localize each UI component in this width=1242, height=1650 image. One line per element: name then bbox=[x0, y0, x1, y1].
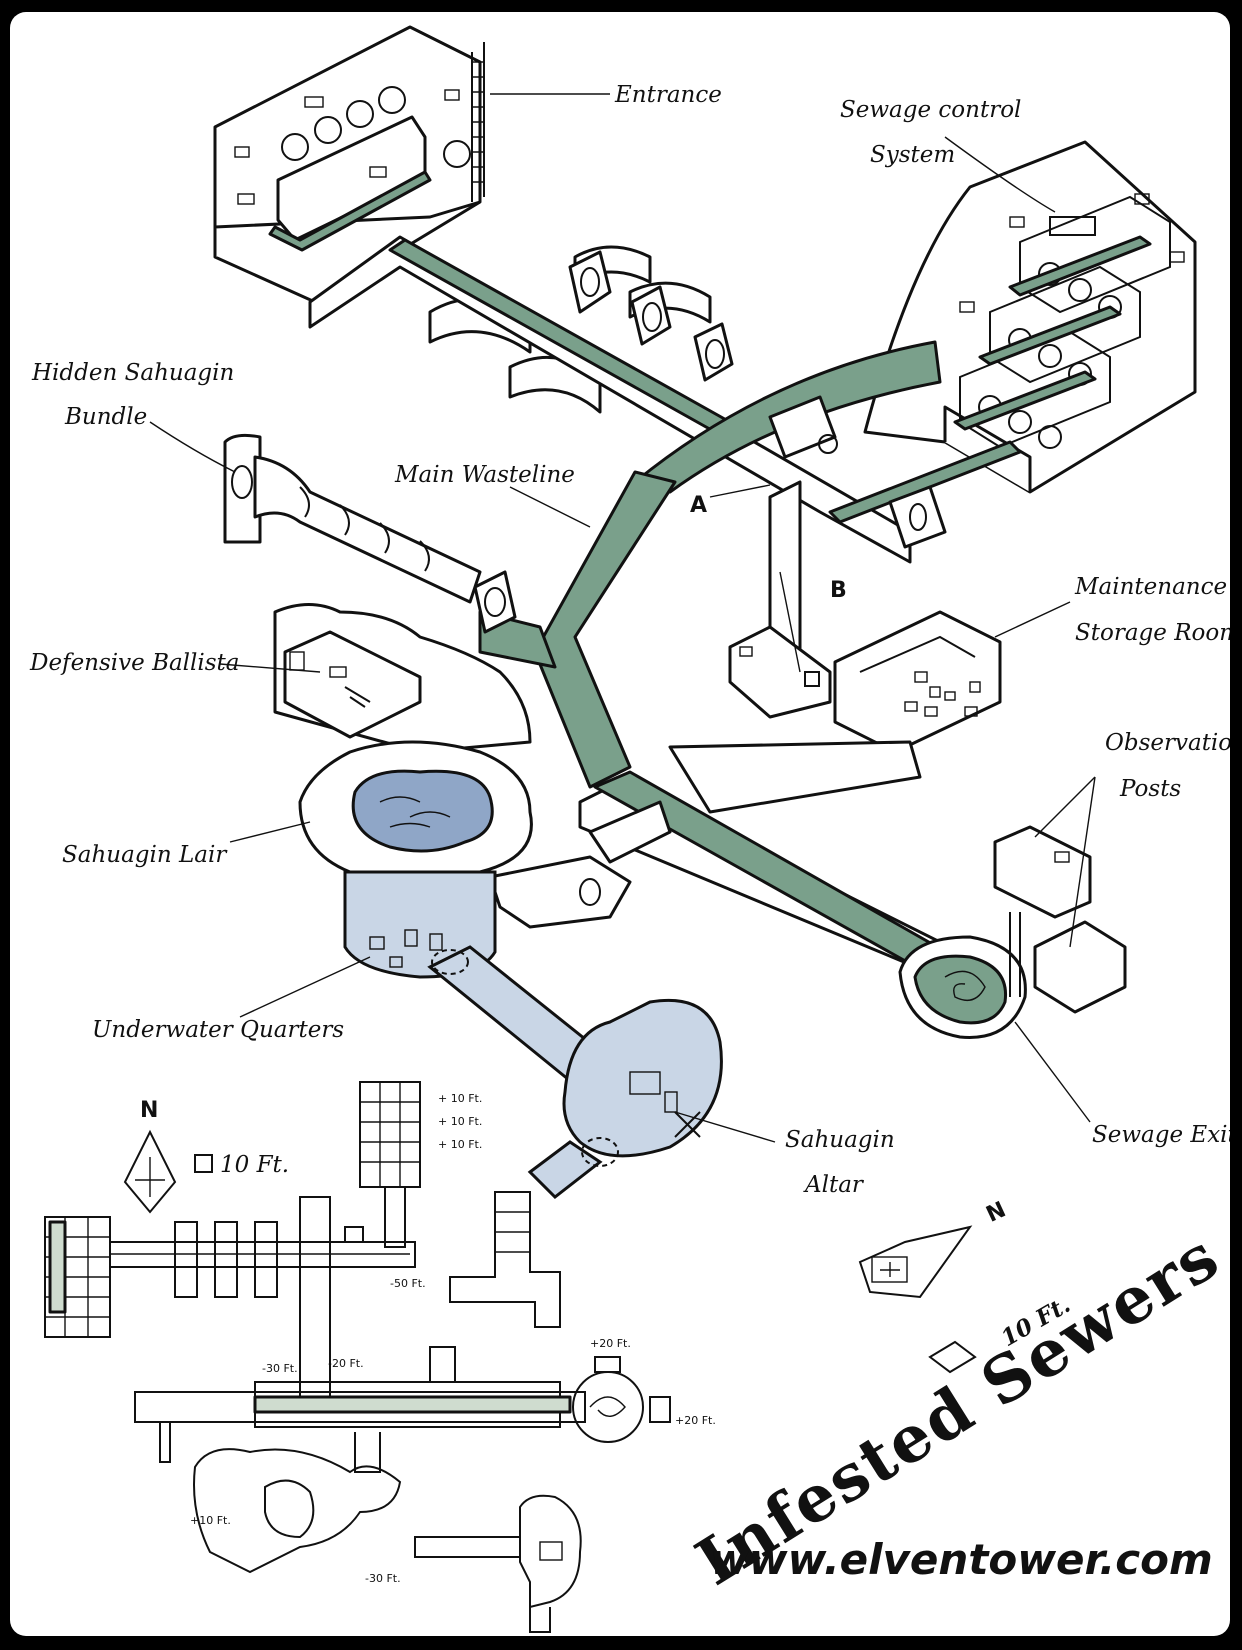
bundle-pipe bbox=[223, 433, 482, 604]
plan-note-down-20: -20 Ft. bbox=[328, 1357, 364, 1370]
dungeon-map: Entrance Sewage control System Hidden Sa… bbox=[29, 25, 1230, 1633]
plan-scale-text: 10 Ft. bbox=[220, 1152, 289, 1178]
label-hidden-bundle: Hidden Sahuagin bbox=[31, 360, 234, 386]
iso-north-letter: N bbox=[983, 1197, 1010, 1227]
sahuagin-lair bbox=[273, 603, 672, 929]
side-pipes bbox=[428, 245, 734, 414]
entrance-room bbox=[213, 25, 485, 304]
plan-note-up-1: + 10 Ft. bbox=[438, 1092, 482, 1105]
plan-note-up-20a: +20 Ft. bbox=[590, 1337, 631, 1350]
plan-note-down-50: -50 Ft. bbox=[390, 1277, 426, 1290]
plan-note-up-20b: +20 Ft. bbox=[675, 1414, 716, 1427]
label-defensive-ballista: Defensive Ballista bbox=[29, 650, 240, 676]
sewage-control-room bbox=[828, 140, 1197, 549]
observation-posts bbox=[993, 825, 1127, 1014]
label-maintenance-2: Storage Room bbox=[1075, 620, 1230, 646]
plan-note-up-3: + 10 Ft. bbox=[438, 1138, 482, 1151]
plan-note-down-30: -30 Ft. bbox=[262, 1362, 298, 1375]
label-main-wasteline: Main Wasteline bbox=[394, 462, 575, 488]
map-page: Entrance Sewage control System Hidden Sa… bbox=[10, 12, 1230, 1636]
label-entrance: Entrance bbox=[614, 82, 722, 108]
label-sahuagin-lair: Sahuagin Lair bbox=[62, 842, 228, 868]
leader-lines bbox=[149, 93, 1096, 1143]
plan-north-letter: N bbox=[140, 1098, 158, 1123]
label-maintenance: Maintenance bbox=[1074, 574, 1227, 600]
plan-note-up-2: + 10 Ft. bbox=[438, 1115, 482, 1128]
website-url: www.elventower.com bbox=[710, 1535, 1213, 1584]
underwater-area bbox=[343, 870, 723, 1199]
label-point-a: A bbox=[690, 493, 707, 518]
label-sewage-control-2: System bbox=[870, 142, 955, 168]
plan-note-lair-up-10: +10 Ft. bbox=[190, 1514, 231, 1527]
label-underwater-quarters: Underwater Quarters bbox=[92, 1017, 344, 1043]
label-sewage-exit: Sewage Exit bbox=[1092, 1122, 1230, 1148]
label-sewage-control: Sewage control bbox=[840, 97, 1021, 123]
plan-note-down-30b: -30 Ft. bbox=[365, 1572, 401, 1585]
label-point-b: B bbox=[830, 578, 847, 603]
label-sahuagin-altar-2: Altar bbox=[803, 1172, 865, 1198]
label-sahuagin-altar: Sahuagin bbox=[785, 1127, 895, 1153]
plan-compass: N 10 Ft. bbox=[123, 1098, 289, 1214]
lower-corridor bbox=[578, 740, 1027, 1039]
label-observation: Observation bbox=[1105, 730, 1230, 756]
main-wasteline bbox=[473, 340, 942, 789]
label-hidden-bundle-2: Bundle bbox=[64, 404, 147, 430]
label-observation-2: Posts bbox=[1119, 776, 1181, 802]
floor-plan: N 10 Ft. bbox=[44, 1081, 716, 1633]
